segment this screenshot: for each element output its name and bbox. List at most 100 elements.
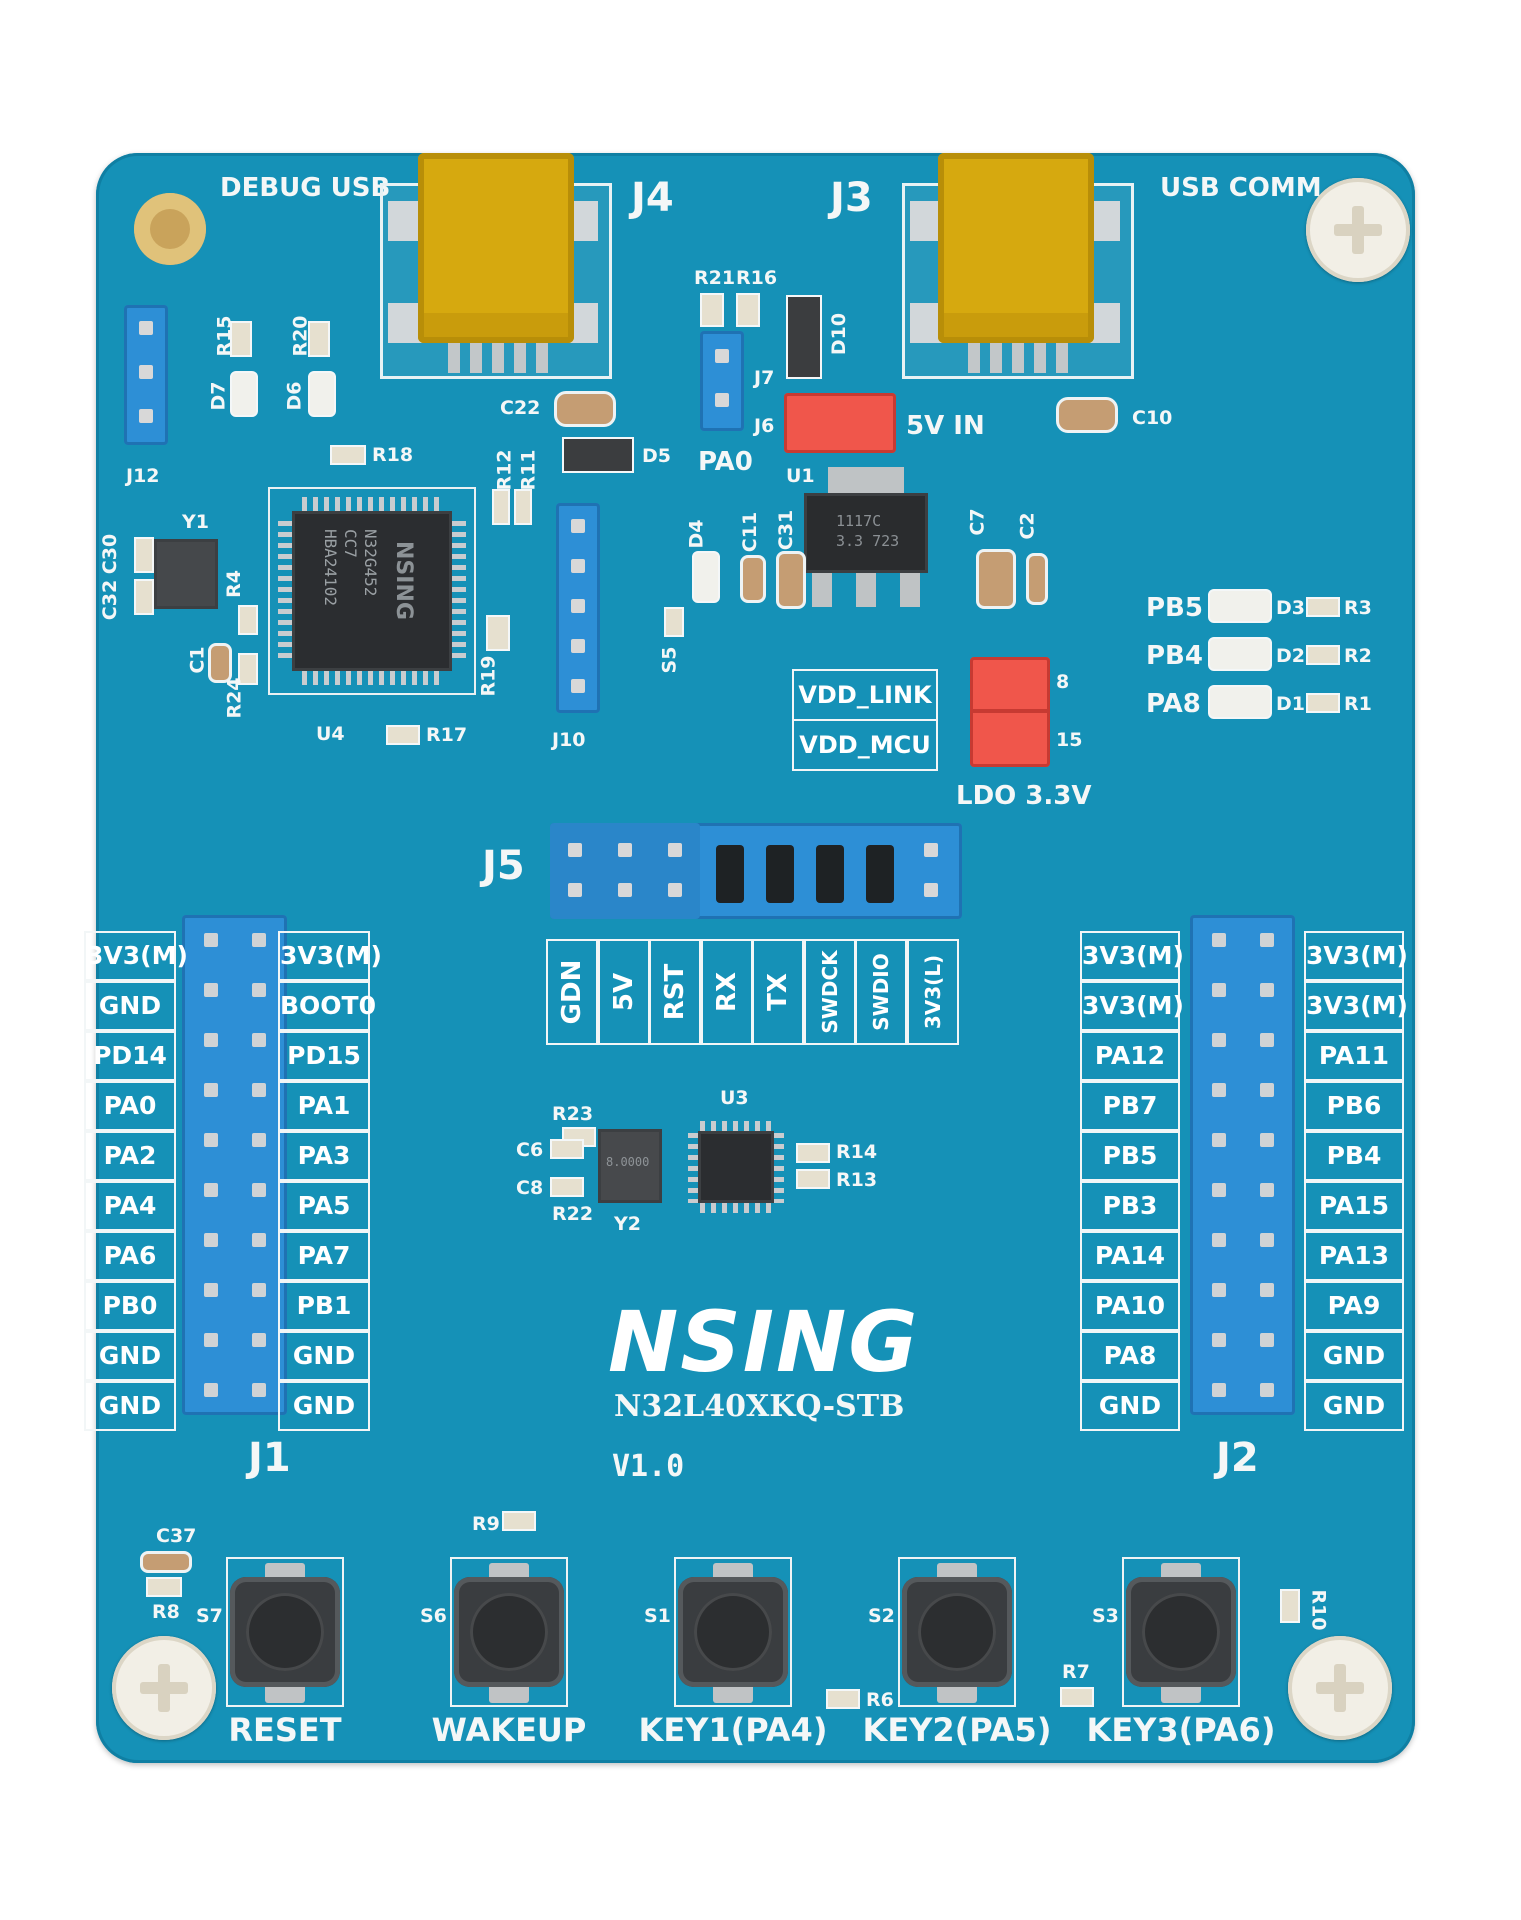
button-label: KEY3(PA6) (1086, 1711, 1276, 1749)
pa0-label: PA0 (698, 447, 753, 477)
jumper-cap-1[interactable] (716, 845, 744, 903)
j6-label: J6 (754, 415, 775, 437)
push-button[interactable] (1126, 1577, 1236, 1687)
j1-pins-pin (252, 1333, 266, 1347)
r1-label: R1 (1344, 693, 1372, 715)
u4-label: U4 (316, 723, 345, 745)
led-d2-pin-label: PB4 (1146, 641, 1203, 671)
c22-label: C22 (500, 397, 541, 419)
j5-pin-label-box: GDN (546, 939, 598, 1045)
j2-header[interactable] (1190, 915, 1295, 1415)
j7-header[interactable] (700, 331, 744, 431)
button-cap[interactable] (694, 1593, 772, 1671)
j1-left-pin-label: PD14 (84, 1031, 176, 1081)
comm-usb-connector[interactable] (938, 153, 1094, 343)
j2-pins-pin (1260, 1183, 1274, 1197)
j1-left-pin-label: PA4 (84, 1181, 176, 1231)
r3-label: R3 (1344, 597, 1372, 619)
mounting-hole-bottom-right (1288, 1636, 1392, 1740)
led-d3-pin-label: PB5 (1146, 593, 1203, 623)
led-d1 (1208, 685, 1272, 719)
jumper-cap-2[interactable] (766, 845, 794, 903)
u1-marking-2: 3.3 723 (836, 532, 900, 550)
y2-marking: 8.0000 (606, 1155, 650, 1169)
switch-id-label: S3 (1092, 1605, 1119, 1627)
mounting-hole-top-right (1306, 178, 1410, 282)
push-button[interactable] (678, 1577, 788, 1687)
push-button[interactable] (230, 1577, 340, 1687)
u1-marking-1: 1117C (836, 512, 882, 530)
j2-pins-pin (1260, 1083, 1274, 1097)
r9-label: R9 (472, 1513, 500, 1535)
crystal-y1 (154, 539, 218, 609)
r7-label: R7 (1062, 1661, 1090, 1683)
nsing-logo: NSING (608, 1293, 920, 1391)
j2-right-pin-label: PA13 (1304, 1231, 1404, 1281)
j1-header[interactable] (182, 915, 287, 1415)
c37-label: C37 (156, 1525, 197, 1547)
j2-right-pin-label: 3V3(M) (1304, 931, 1408, 981)
button-footprint (1122, 1557, 1240, 1707)
board-version-label: V1.0 (612, 1449, 685, 1484)
r21-label: R21 (694, 267, 736, 289)
j1-pins-pin (252, 1033, 266, 1047)
crystal-y2: 8.0000 (598, 1129, 662, 1203)
jumper-cap-4[interactable] (866, 845, 894, 903)
j1-right-pin-label: PD15 (278, 1031, 370, 1081)
button-footprint (898, 1557, 1016, 1707)
j1-pins-pin (252, 933, 266, 947)
r13-label: R13 (836, 1169, 878, 1191)
j2-left-pin-label: PA10 (1080, 1281, 1180, 1331)
r14-label: R14 (836, 1141, 878, 1163)
j2-pins-pin (1212, 1183, 1226, 1197)
j5-pin-label-box: 3V3(L) (906, 939, 959, 1045)
j2-pins-pin (1212, 1033, 1226, 1047)
usb-comm-label: USB COMM (1160, 173, 1322, 203)
led-d4 (692, 551, 720, 603)
button-cap[interactable] (1142, 1593, 1220, 1671)
u1-label: U1 (786, 465, 815, 487)
switch-id-label: S6 (420, 1605, 447, 1627)
j6-jumper[interactable] (784, 393, 896, 453)
d1-label: D1 (1276, 693, 1305, 715)
j2-pins-pin (1260, 933, 1274, 947)
button-footprint (226, 1557, 344, 1707)
j1-pins-pin (204, 1233, 218, 1247)
d2-label: D2 (1276, 645, 1305, 667)
j3-label: J3 (830, 175, 873, 221)
y1-label: Y1 (182, 511, 209, 533)
pcb-board: DEBUG USB USB COMM J4 J3 J12 R15 R20 D7 … (84, 153, 1415, 1763)
j2-pins-pin (1212, 1233, 1226, 1247)
u3-label: U3 (720, 1087, 749, 1109)
j1-pins-pin (252, 1233, 266, 1247)
jumper-cap-3[interactable] (816, 845, 844, 903)
button-label: RESET (228, 1711, 342, 1749)
j1-left-pin-label: 3V3(M) (84, 931, 188, 981)
j1-pins-pin (252, 983, 266, 997)
button-cap[interactable] (470, 1593, 548, 1671)
button-cap[interactable] (246, 1593, 324, 1671)
j1-right-pin-label: GND (278, 1381, 370, 1431)
push-button[interactable] (902, 1577, 1012, 1687)
led-d6 (308, 371, 336, 417)
j2-right-pin-label: GND (1304, 1381, 1404, 1431)
j4-label: J4 (631, 175, 674, 221)
debug-usb-connector[interactable] (418, 153, 574, 343)
j8-label: 8 (1056, 671, 1070, 693)
j1-left-pin-label: GND (84, 981, 176, 1031)
j5-pin-label-box: 5V (597, 939, 650, 1045)
j12-label: J12 (126, 465, 160, 487)
push-button[interactable] (454, 1577, 564, 1687)
button-label: KEY1(PA4) (638, 1711, 828, 1749)
j1-pins-pin (204, 1183, 218, 1197)
r2-label: R2 (1344, 645, 1372, 667)
j2-pins-pin (1212, 1283, 1226, 1297)
j1-left-pin-label: PA0 (84, 1081, 176, 1131)
j1-left-pin-label: GND (84, 1381, 176, 1431)
j1-right-pin-label: GND (278, 1331, 370, 1381)
button-cap[interactable] (918, 1593, 996, 1671)
j5-pin-label-box: SWDIO (855, 939, 907, 1045)
r22-label: R22 (552, 1203, 594, 1225)
j1-pins-pin (204, 1283, 218, 1297)
switch-id-label: S7 (196, 1605, 223, 1627)
